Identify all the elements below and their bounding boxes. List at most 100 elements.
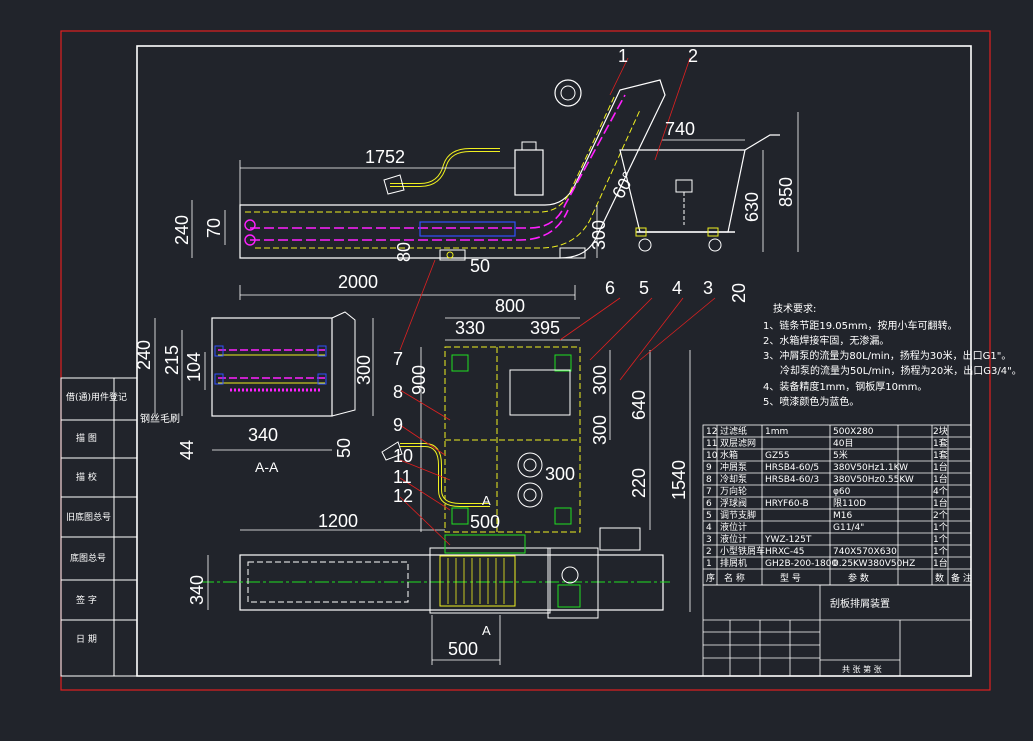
- dim-640: 640: [629, 390, 649, 420]
- dim-50-section: 50: [334, 438, 354, 458]
- dim-300-front: 300: [589, 220, 609, 250]
- dim-330: 330: [455, 318, 485, 338]
- dimension-lines: [154, 112, 799, 665]
- bom-cell-model: 1mm: [765, 427, 788, 437]
- bom-cell-no: 3: [706, 535, 712, 545]
- bom-cell-model: GZ55: [765, 451, 790, 461]
- bom-cell-qty: 1台: [933, 473, 948, 485]
- dim-20: 20: [729, 283, 749, 303]
- bom-cell-model: HRXC-45: [765, 547, 805, 557]
- dim-395: 395: [530, 318, 560, 338]
- dim-850: 850: [776, 177, 796, 207]
- dim-240-section: 240: [134, 340, 154, 370]
- bom-cell-param: M16: [833, 511, 852, 521]
- conveyor-plan-view: [200, 527, 670, 619]
- bom-header-qty: 数: [935, 572, 944, 584]
- section-mark-a-top: A: [482, 493, 491, 508]
- bom-cell-no: 6: [706, 499, 712, 509]
- bom-cell-model: HRSB4-60/5: [765, 463, 819, 473]
- bom-cell-param: G11/4": [833, 523, 864, 533]
- bom-cell-param: φ60: [833, 487, 851, 497]
- drawing-title: 刮板排屑装置: [830, 597, 890, 610]
- dim-740: 740: [665, 119, 695, 139]
- title-block: [702, 584, 972, 677]
- bom-cell-qty: 1套: [933, 449, 948, 461]
- sheet-row: 共 张 第 张: [842, 664, 882, 674]
- bom-cell-qty: 1台: [933, 461, 948, 473]
- bom-cell-model: GH2B-200-1800: [765, 559, 837, 569]
- side-label-0: 借(通)用件登记: [66, 391, 127, 403]
- dim-2000: 2000: [338, 272, 378, 292]
- bom-header-remark: 备 注: [951, 572, 972, 584]
- balloon-10: 10: [393, 446, 413, 466]
- bom-cell-name: 过滤纸: [720, 425, 747, 437]
- bom-cell-no: 4: [706, 523, 712, 533]
- dim-70: 70: [204, 218, 224, 238]
- balloon-4: 4: [672, 278, 682, 298]
- note-1: 1、链条节距19.05mm，按用小车可翻转。: [763, 319, 957, 332]
- bom-cell-param: 500X280: [833, 427, 874, 437]
- bom-cell-no: 1: [706, 559, 712, 569]
- bom-cell-model: HRSB4-60/3: [765, 475, 819, 485]
- bom-cell-name: 万向轮: [720, 485, 747, 497]
- bom-header-no: 序: [706, 572, 715, 584]
- conveyor-front-view: [239, 79, 666, 261]
- bom-cell-name: 小型铁屑车: [720, 545, 765, 557]
- note-2: 2、水箱焊接牢固，无渗漏。: [763, 334, 889, 347]
- balloon-1: 1: [618, 46, 628, 66]
- bom-cell-qty: 1个: [933, 534, 948, 545]
- bom-cell-qty: 1个: [933, 546, 948, 557]
- dim-800: 800: [495, 296, 525, 316]
- bom-cell-no: 5: [706, 511, 712, 521]
- dim-500-tank: 500: [470, 512, 500, 532]
- side-label-3: 旧底图总号: [66, 511, 111, 523]
- bom-cell-name: 水箱: [720, 449, 738, 461]
- dim-1752: 1752: [365, 147, 405, 167]
- balloon-5: 5: [639, 278, 649, 298]
- balloon-7: 7: [393, 349, 403, 369]
- dim-104: 104: [184, 352, 204, 382]
- balloon-6: 6: [605, 278, 615, 298]
- bom-cell-qty: 2块: [933, 425, 948, 437]
- side-label-5: 签 字: [76, 594, 97, 606]
- balloon-12: 12: [393, 486, 413, 506]
- side-label-4: 底图总号: [70, 552, 106, 564]
- bom-cell-qty: 1个: [933, 522, 948, 533]
- bom-cell-name: 浮球阀: [720, 497, 747, 509]
- bom-cell-model: HRYF60-B: [765, 499, 809, 509]
- bom-header-name: 名 称: [724, 572, 745, 584]
- notes-title: 技术要求:: [773, 302, 816, 315]
- bom-cell-name: 液位计: [720, 521, 747, 533]
- section-a-a-view: [211, 311, 356, 417]
- balloon-3: 3: [703, 278, 713, 298]
- balloon-9: 9: [393, 415, 403, 435]
- dim-340-section: 340: [248, 425, 278, 445]
- dim-500-plan: 500: [448, 639, 478, 659]
- bom-cell-no: 2: [706, 547, 712, 557]
- dim-60deg: 60°: [608, 168, 639, 202]
- section-mark-a-bottom: A: [482, 623, 491, 638]
- bom-cell-no: 7: [706, 487, 712, 497]
- side-label-2: 描 校: [76, 471, 97, 483]
- dim-300-tank-a: 300: [590, 365, 610, 395]
- note-3b: 冷却泵的流量为50L/min，扬程为20米，出口G3/4"。: [780, 364, 1022, 377]
- dim-340-plan: 340: [187, 575, 207, 605]
- side-label-1: 描 图: [76, 432, 97, 444]
- dim-1540: 1540: [669, 460, 689, 500]
- bom-cell-no: 8: [706, 475, 712, 485]
- bom-cell-no: 10: [706, 451, 718, 461]
- bom-cell-no: 11: [706, 439, 717, 449]
- outer-frame: [60, 30, 991, 691]
- bom-cell-no: 12: [706, 427, 717, 437]
- dim-220: 220: [629, 468, 649, 498]
- brush-label: 钢丝毛刷: [140, 412, 180, 425]
- bom-cell-qty: 1台: [933, 497, 948, 509]
- bom-cell-qty: 1台: [933, 557, 948, 569]
- side-label-6: 日 期: [76, 634, 97, 645]
- bom-cell-param: 5米: [833, 449, 848, 461]
- bom-cell-param: 限110D: [833, 498, 866, 509]
- note-3: 3、冲屑泵的流量为80L/min，扬程为30米，出口G1"。: [763, 349, 1011, 362]
- bom-cell-qty: 1套: [933, 437, 948, 449]
